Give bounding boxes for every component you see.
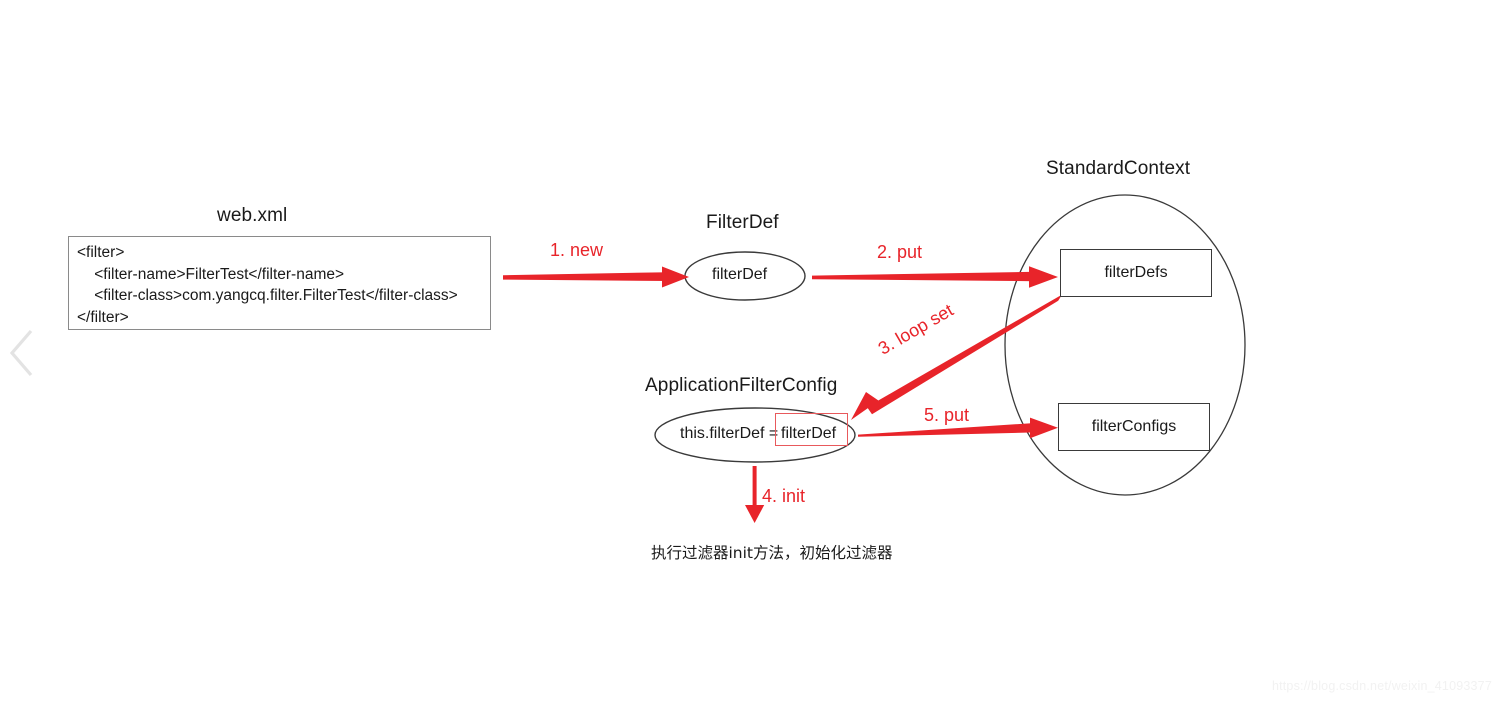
web-xml-box: <filter> <filter-name>FilterTest</filter… xyxy=(68,236,491,330)
web-xml-code: <filter> <filter-name>FilterTest</filter… xyxy=(77,244,458,326)
assignment-left-label: this.filterDef = xyxy=(680,425,783,442)
filterconfigs-label: filterConfigs xyxy=(1091,418,1177,435)
applicationfilterconfig-ellipse xyxy=(654,407,856,463)
arrow-label-1-new: 1. new xyxy=(550,240,604,260)
arrow-2-put xyxy=(812,266,1058,288)
standardcontext-ellipse xyxy=(1004,194,1246,496)
filterdef-title: FilterDef xyxy=(706,212,779,233)
web-xml-title: web.xml xyxy=(217,205,288,226)
init-note: 执行过滤器init方法，初始化过滤器 xyxy=(651,544,893,562)
arrow-1-new xyxy=(503,266,689,288)
arrow-5-put xyxy=(858,417,1058,439)
filterconfigs-box: filterConfigs xyxy=(1058,403,1210,451)
arrow-label-2-put: 2. put xyxy=(877,242,923,262)
filterdef-node-label: filterDef xyxy=(712,266,768,283)
filterdefs-box: filterDefs xyxy=(1060,249,1212,297)
arrow-label-5-put: 5. put xyxy=(924,405,970,425)
watermark: https://blog.csdn.net/weixin_41093377 xyxy=(1271,679,1492,693)
standardcontext-title: StandardContext xyxy=(1046,158,1191,179)
filterdef-highlight-box xyxy=(775,413,848,446)
arrow-4-init xyxy=(745,466,765,523)
arrow-label-4-init: 4. init xyxy=(762,486,806,506)
filterdefs-label: filterDefs xyxy=(1104,264,1168,281)
arrow-3-loop-set xyxy=(851,294,1062,420)
chevron-left-icon[interactable] xyxy=(8,328,36,378)
assignment-right-label: filterDef xyxy=(781,425,837,442)
applicationfilterconfig-title: ApplicationFilterConfig xyxy=(645,375,838,396)
